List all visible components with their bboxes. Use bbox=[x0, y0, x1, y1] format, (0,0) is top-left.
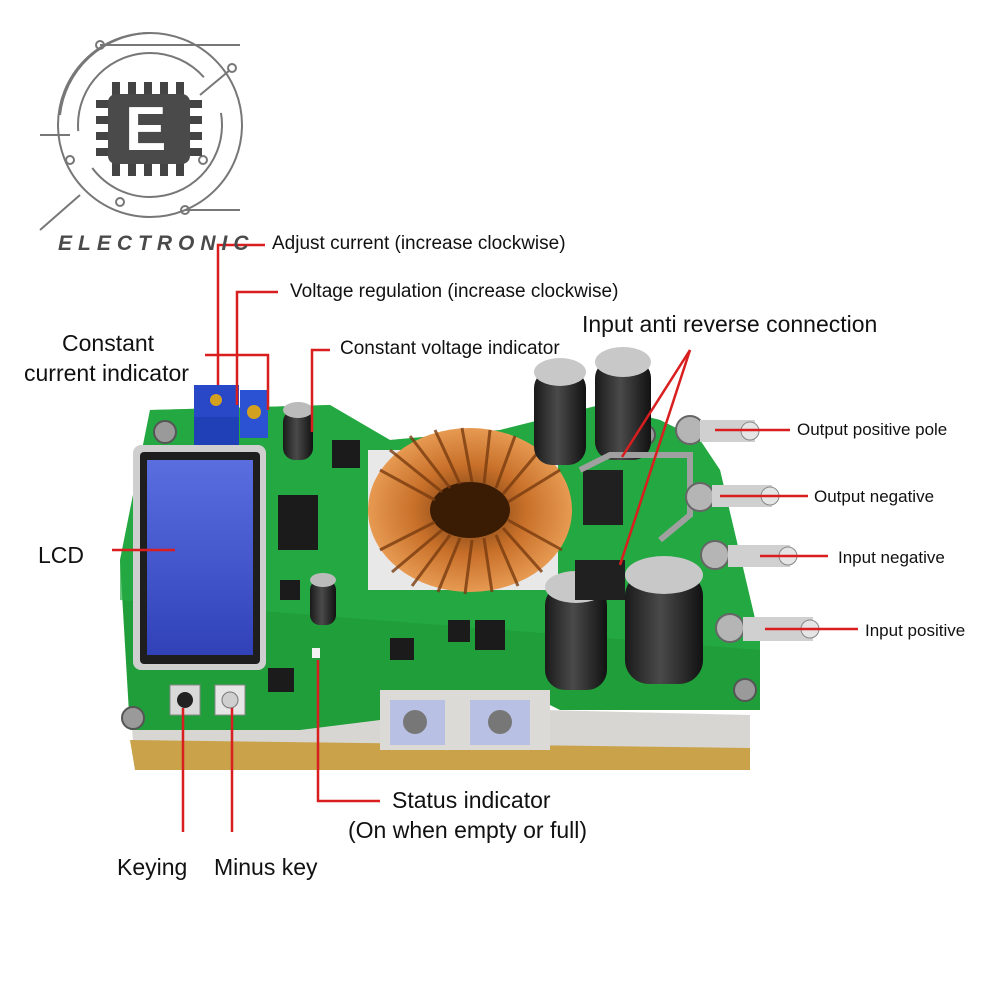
label-input-anti-reverse: Input anti reverse connection bbox=[582, 311, 878, 337]
brand-name: ELECTRONIC bbox=[58, 232, 255, 255]
small-capacitor bbox=[310, 573, 336, 625]
label-constant-current-1: Constant bbox=[62, 330, 155, 356]
chip-icon bbox=[96, 82, 202, 176]
label-output-negative: Output negative bbox=[814, 487, 935, 506]
small-capacitor bbox=[283, 402, 313, 460]
ic-chip bbox=[268, 440, 505, 692]
current-potentiometer bbox=[194, 385, 239, 445]
label-adjust-current: Adjust current (increase clockwise) bbox=[272, 233, 566, 254]
label-lcd: LCD bbox=[38, 542, 85, 568]
anti-reverse-diode bbox=[575, 560, 625, 600]
terminal bbox=[700, 540, 798, 570]
large-capacitor bbox=[595, 347, 651, 460]
label-keying: Keying bbox=[117, 854, 188, 880]
toroidal-inductor bbox=[368, 427, 572, 595]
keying-button bbox=[169, 684, 201, 716]
large-capacitor bbox=[625, 556, 703, 684]
label-output-positive: Output positive pole bbox=[797, 420, 948, 439]
label-constant-current-2: current indicator bbox=[24, 360, 189, 386]
label-input-positive: Input positive bbox=[865, 621, 966, 640]
label-voltage-regulation: Voltage regulation (increase clockwise) bbox=[290, 281, 619, 302]
large-capacitor bbox=[534, 358, 586, 465]
mosfet bbox=[583, 470, 623, 525]
label-status-2: (On when empty or full) bbox=[348, 817, 588, 843]
label-constant-voltage: Constant voltage indicator bbox=[340, 338, 560, 359]
label-minus-key: Minus key bbox=[214, 854, 318, 880]
lcd-display bbox=[133, 445, 266, 670]
label-status-1: Status indicator bbox=[392, 787, 551, 813]
label-input-negative: Input negative bbox=[838, 548, 945, 567]
brand-logo bbox=[39, 32, 243, 231]
voltage-potentiometer bbox=[240, 390, 268, 438]
leader-lines bbox=[112, 243, 858, 832]
chip-letter: E bbox=[125, 95, 167, 164]
minus-button bbox=[214, 684, 246, 716]
status-led bbox=[312, 648, 320, 658]
